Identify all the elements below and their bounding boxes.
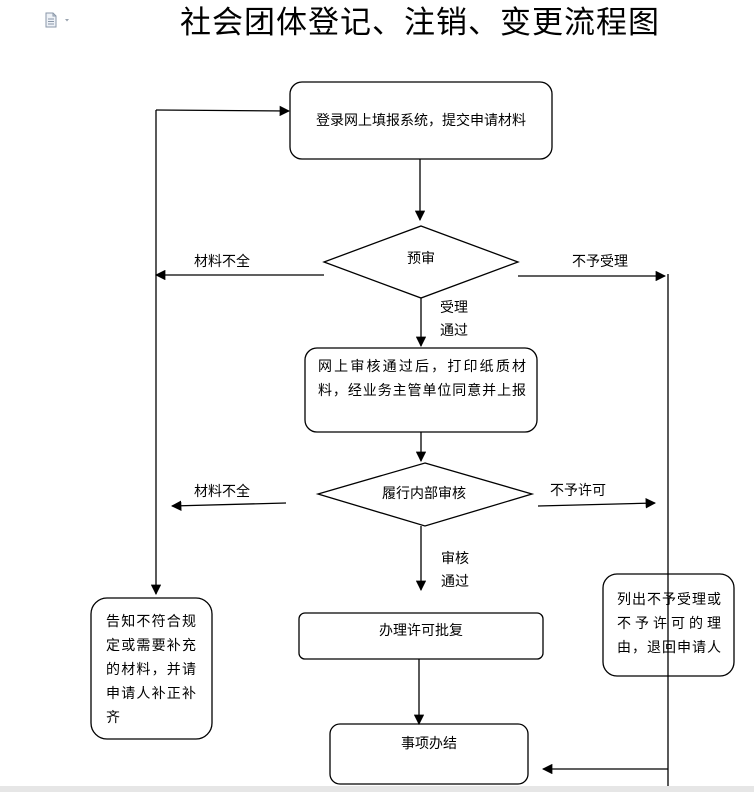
edge-label-not-accepted: 不予受理 — [572, 254, 628, 270]
complete-box — [329, 723, 529, 785]
internal-review-diamond — [315, 462, 535, 527]
approve-node-label: 办理许可批复 — [379, 623, 463, 639]
edge-label-not-permitted: 不予许可 — [550, 483, 606, 499]
arrow-loop-back-to-submit — [155, 105, 291, 117]
submit-node-label: 登录网上填报系统，提交申请材料 — [316, 112, 526, 129]
reject-node-label: 列出不予受理或不予许可的理由，退回申请人 — [617, 592, 721, 656]
approve-box — [298, 612, 544, 660]
edge-label-incomplete-2: 材料不全 — [194, 484, 250, 500]
internal-review-node-label: 履行内部审核 — [382, 486, 466, 502]
chevron-down-icon — [65, 19, 69, 22]
notify-box — [90, 597, 213, 740]
submit-box — [289, 81, 553, 160]
complete-node-label: 事项办结 — [401, 736, 457, 752]
document-icon[interactable] — [44, 12, 72, 28]
edge-label-incomplete-1: 材料不全 — [194, 254, 250, 270]
bottom-scrollbar-track[interactable] — [0, 786, 754, 792]
page-title: 社会团体登记、注销、变更流程图 — [180, 5, 660, 41]
print-report-node-label: 网上审核通过后，打印纸质材料，经业务主管单位同意并上报 — [318, 359, 526, 399]
edge-label-review-passed: 审核通过 — [441, 551, 469, 590]
arrow-review-reject — [537, 498, 657, 509]
edge-label-accepted: 受理通过 — [440, 300, 468, 339]
arrow-review-incomplete — [170, 500, 287, 511]
precheck-node-label: 预审 — [407, 251, 435, 267]
notify-node-label: 告知不符合规定或需要补充的材料，并请申请人补正补齐 — [106, 614, 196, 726]
